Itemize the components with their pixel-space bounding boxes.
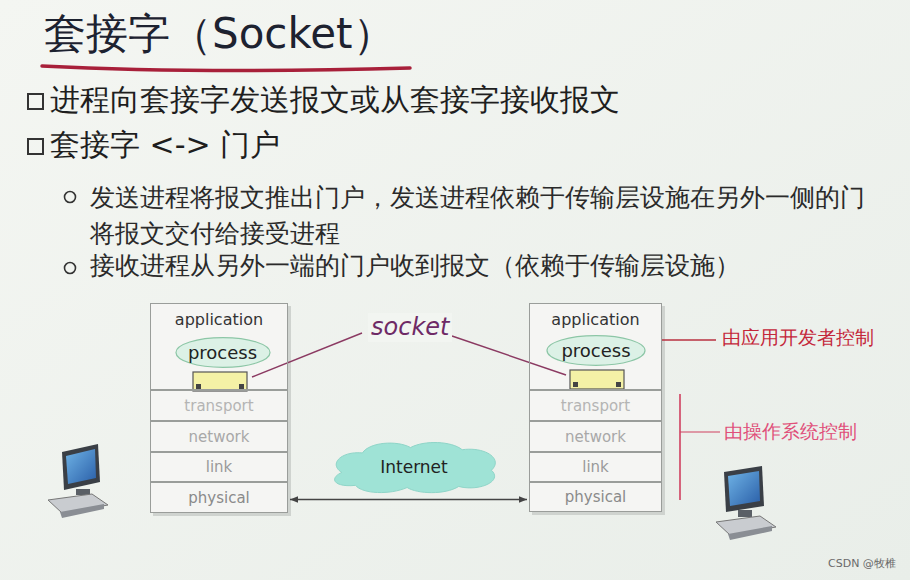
stack-fill — [529, 303, 662, 512]
node-text: physical — [188, 489, 250, 507]
sub-bullet — [65, 263, 76, 274]
bullet-text: 进程向套接字发送报文或从套接字接收报文 — [50, 82, 620, 118]
transport-layer-box: transport — [529, 390, 662, 421]
bullet-text: 套接字 <-> 门户 — [50, 127, 280, 163]
physical-layer-box: physical — [150, 482, 288, 513]
network-layer-box: network — [150, 421, 288, 452]
process-ellipse: process — [546, 335, 646, 366]
node-text: network — [565, 428, 626, 446]
computer-icon — [48, 444, 108, 518]
application-layer-box: application process — [150, 303, 288, 390]
node-text: physical — [565, 488, 627, 506]
link-layer-box: link — [150, 452, 288, 482]
annotation-text: 由应用开发者控制 — [722, 326, 874, 349]
slide-title: 套接字（Socket） — [44, 6, 395, 62]
process-ellipse: process — [175, 337, 271, 368]
os-bracket — [679, 394, 681, 500]
internet-cloud: Internet — [328, 440, 500, 494]
socket-callout: socket — [368, 313, 452, 342]
stack-fill — [150, 303, 288, 513]
transport-layer-box: transport — [150, 390, 288, 421]
node-text: Internet — [380, 457, 448, 477]
node-text: link — [206, 458, 233, 476]
node-text: transport — [184, 397, 253, 415]
node-text: network — [189, 428, 250, 446]
sub-bullet — [65, 192, 76, 203]
node-text: transport — [561, 397, 630, 415]
bullet-square — [28, 94, 43, 109]
application-layer-box: application process — [529, 303, 662, 390]
node-text: process — [188, 342, 257, 363]
node-text: application — [551, 310, 639, 329]
physical-layer-box: physical — [529, 482, 662, 512]
title-underline — [42, 66, 410, 71]
socket-door — [193, 372, 247, 391]
leader-line — [662, 339, 716, 340]
node-text: link — [582, 458, 609, 476]
leader-line — [680, 431, 720, 432]
sub-bullet-text: 接收进程从另外一端的门户收到报文（依赖于传输层设施） — [90, 251, 740, 281]
bullet-square — [28, 139, 43, 154]
socket-door — [570, 370, 624, 389]
watermark: CSDN @牧椎 — [828, 557, 896, 570]
node-text: process — [561, 340, 630, 361]
node-text: application — [175, 310, 263, 329]
link-layer-box: link — [529, 452, 662, 482]
sub-bullet-text: 发送进程将报文推出门户，发送进程依赖于传输层设施在另外一侧的门将报文交付给接受进… — [90, 180, 885, 253]
annotation-text: 由操作系统控制 — [724, 420, 857, 443]
network-layer-box: network — [529, 421, 662, 452]
connector-arrow — [290, 499, 527, 500]
computer-icon — [716, 466, 776, 540]
